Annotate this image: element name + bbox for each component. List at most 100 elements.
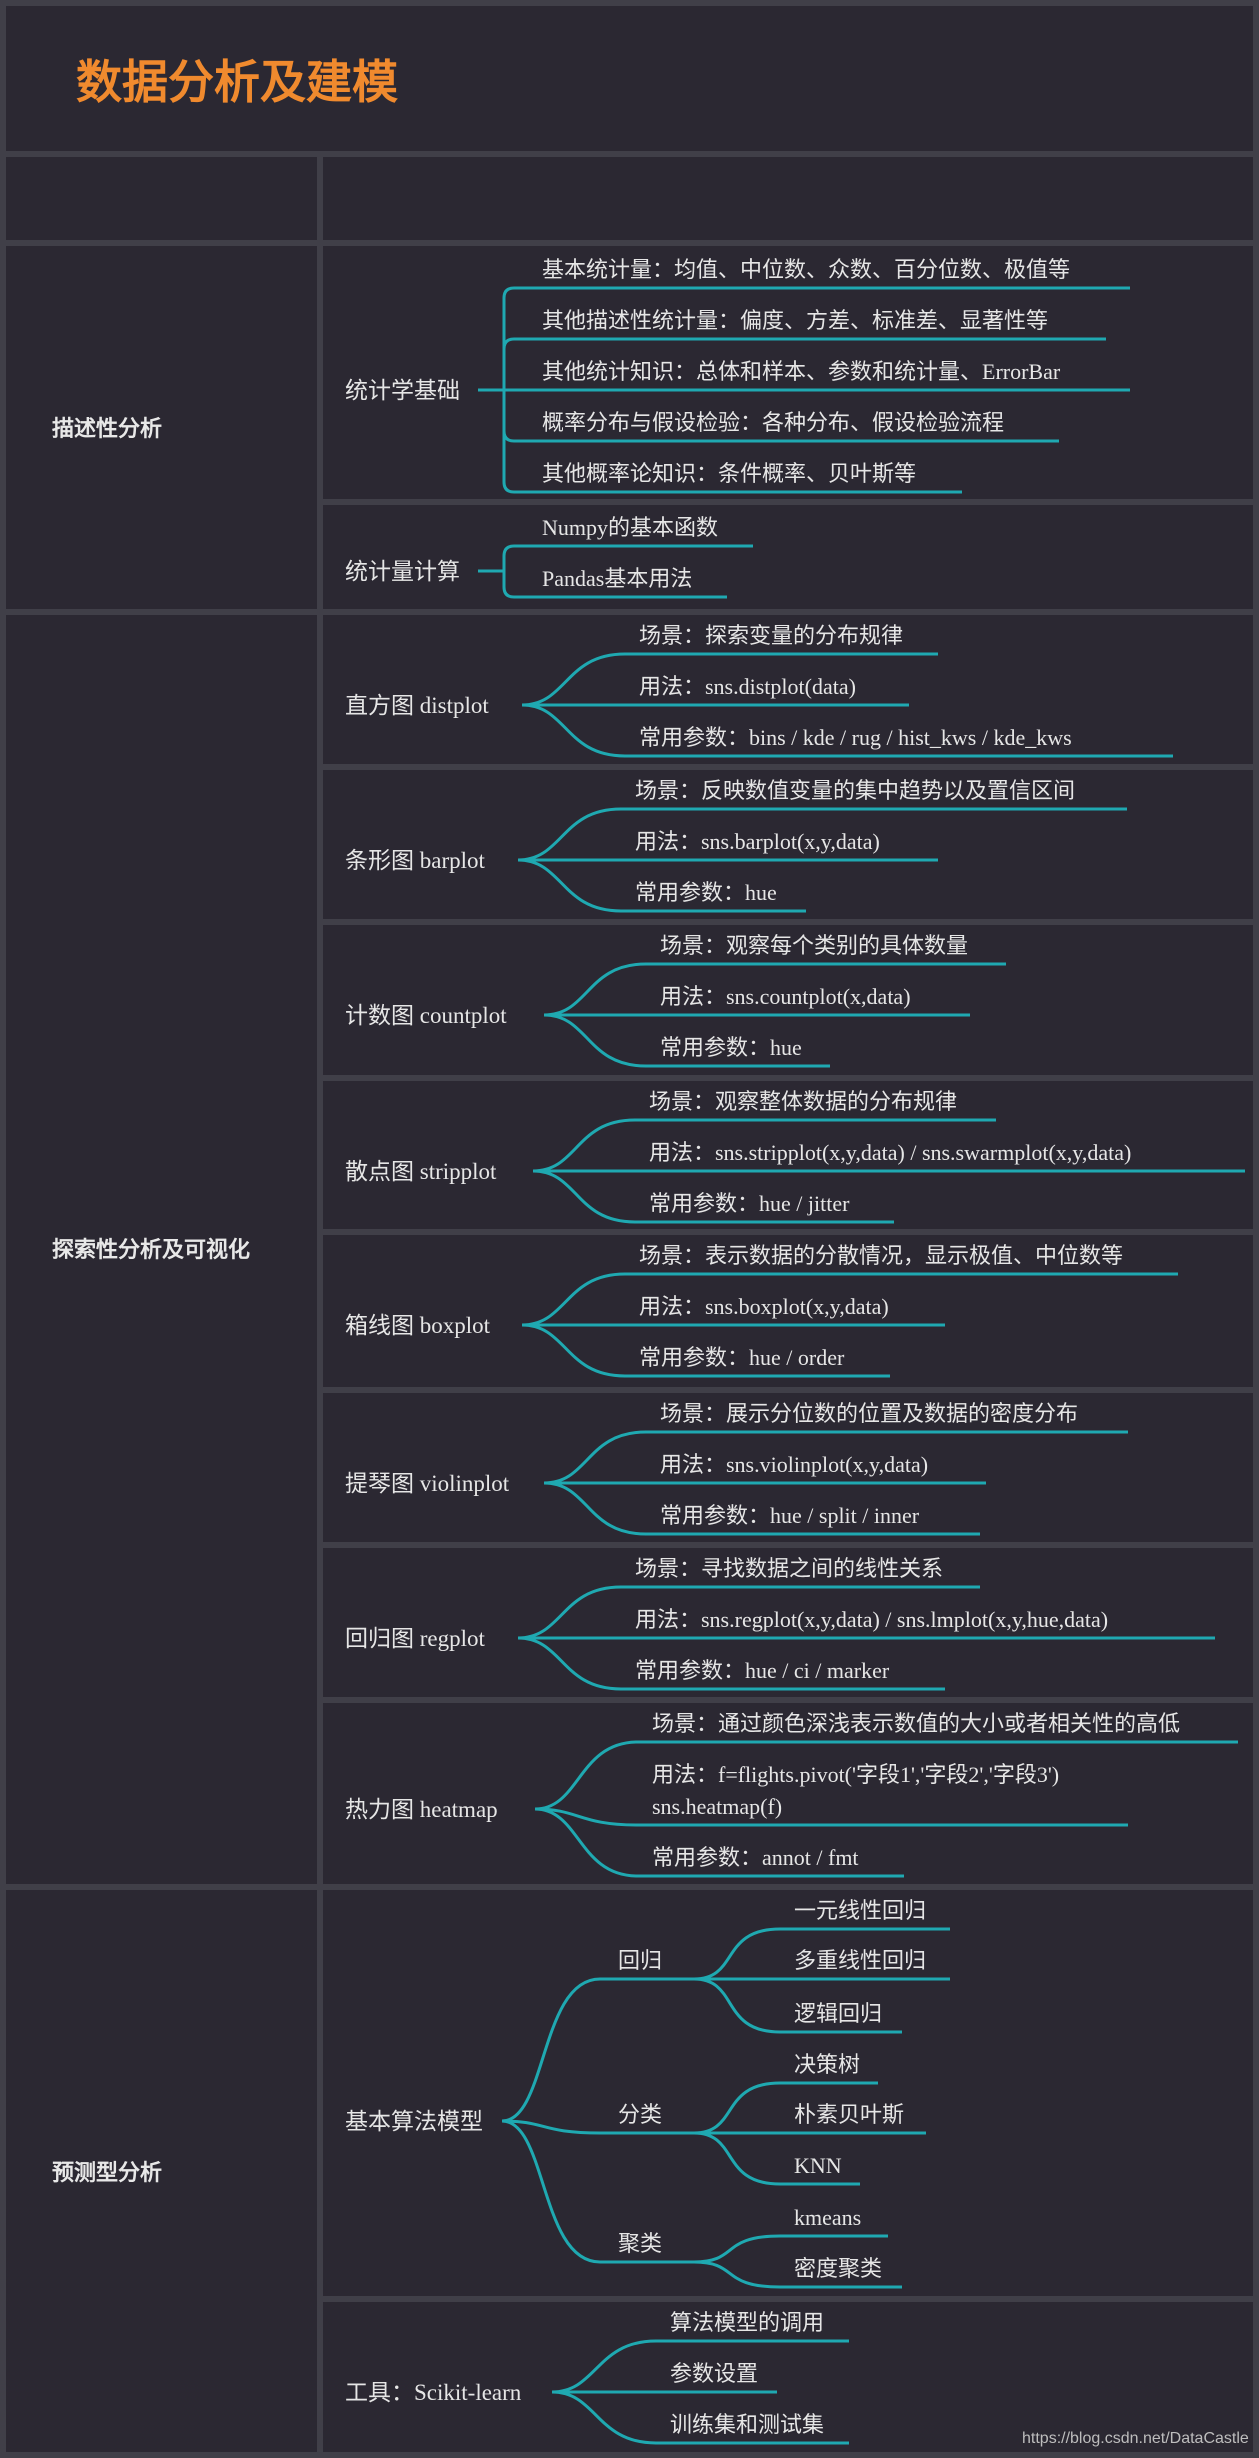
leaf-item: sns.heatmap(f) xyxy=(652,1794,782,1819)
branch-line xyxy=(502,337,1106,390)
leaf-item: 用法：f=flights.pivot('字段1','字段2','字段3') xyxy=(652,1762,1059,1787)
leaf-item: 常用参数：annot / fmt xyxy=(652,1845,859,1870)
branch-line xyxy=(517,807,1127,862)
leaf-item: kmeans xyxy=(794,2205,861,2230)
chart-type-label: 回归图 regplot xyxy=(345,1626,486,1651)
branch-label: 回归 xyxy=(618,1948,662,1973)
branch-line xyxy=(517,1585,980,1640)
leaf-item: 场景：寻找数据之间的线性关系 xyxy=(635,1556,943,1581)
branch-line xyxy=(502,544,753,571)
branch-line xyxy=(693,2081,878,2135)
leaf-item: 场景：观察整体数据的分布规律 xyxy=(649,1089,957,1114)
leaf-item: 其他描述性统计量：偏度、方差、标准差、显著性等 xyxy=(542,308,1048,333)
chart-type-label: 条形图 barplot xyxy=(345,848,486,873)
branch-line xyxy=(521,1323,890,1378)
topic-label: 工具：Scikit-learn xyxy=(345,2380,522,2405)
leaf-item: 常用参数：hue xyxy=(635,880,777,905)
branch-label: 分类 xyxy=(618,2102,662,2127)
branch-line xyxy=(543,1013,830,1068)
branch-line xyxy=(521,703,1173,758)
leaf-item: 用法：sns.barplot(x,y,data) xyxy=(635,829,880,854)
leaf-item: 算法模型的调用 xyxy=(670,2310,824,2335)
leaf-item: Pandas基本用法 xyxy=(542,566,692,591)
branch-line xyxy=(501,2119,694,2135)
branch-line xyxy=(693,2234,888,2264)
leaf-item: 多重线性回归 xyxy=(794,1948,926,1973)
leaf-item: 用法：sns.violinplot(x,y,data) xyxy=(660,1452,928,1477)
branch-line xyxy=(502,571,727,599)
leaf-item: 常用参数：hue xyxy=(660,1035,802,1060)
branch-line xyxy=(534,1807,1128,1827)
leaf-item: 其他统计知识：总体和样本、参数和统计量、ErrorBar xyxy=(542,359,1061,384)
leaf-item: 训练集和测试集 xyxy=(670,2412,824,2437)
leaf-item: 场景：展示分位数的位置及数据的密度分布 xyxy=(660,1401,1078,1426)
leaf-item: 常用参数：bins / kde / rug / hist_kws / kde_k… xyxy=(639,725,1072,750)
branch-line xyxy=(534,1740,1238,1811)
chart-type-label: 热力图 heatmap xyxy=(345,1797,498,1822)
branch-line xyxy=(521,1272,1178,1327)
chart-type-label: 散点图 stripplot xyxy=(345,1159,497,1184)
leaf-item: 常用参数：hue / ci / marker xyxy=(635,1658,890,1683)
topic-label: 统计学基础 xyxy=(345,378,460,403)
leaf-item: 其他概率论知识：条件概率、贝叶斯等 xyxy=(542,461,916,486)
leaf-item: 用法：sns.regplot(x,y,data) / sns.lmplot(x,… xyxy=(635,1607,1108,1632)
branch-line xyxy=(543,1481,980,1536)
branch-line xyxy=(543,1430,1128,1485)
leaf-item: 场景：通过颜色深浅表示数值的大小或者相关性的高低 xyxy=(652,1711,1180,1736)
chart-type-label: 计数图 countplot xyxy=(345,1003,507,1028)
leaf-item: 概率分布与假设检验：各种分布、假设检验流程 xyxy=(542,410,1004,435)
leaf-item: 用法：sns.boxplot(x,y,data) xyxy=(639,1294,889,1319)
leaf-item: Numpy的基本函数 xyxy=(542,515,718,540)
leaf-item: 朴素贝叶斯 xyxy=(794,2102,904,2127)
leaf-item: 参数设置 xyxy=(670,2361,758,2386)
leaf-item: 场景：观察每个类别的具体数量 xyxy=(660,933,968,958)
branch-line xyxy=(693,1927,950,1981)
section-predictive: 预测型分析 xyxy=(52,2161,162,2186)
branch-line xyxy=(693,1977,902,2034)
branch-line xyxy=(693,2260,902,2289)
leaf-item: KNN xyxy=(794,2153,842,2178)
branch-line xyxy=(693,2131,860,2186)
branch-line xyxy=(517,858,806,913)
node-labels: 统计学基础 基本统计量：均值、中位数、众数、百分位数、极值等其他描述性统计量：偏度… xyxy=(345,257,1180,2437)
branch-line xyxy=(532,1169,894,1224)
leaf-item: 用法：sns.stripplot(x,y,data) / sns.swarmpl… xyxy=(649,1140,1131,1165)
leaf-item: 基本统计量：均值、中位数、众数、百分位数、极值等 xyxy=(542,257,1070,282)
leaf-item: 场景：探索变量的分布规律 xyxy=(639,623,903,648)
leaf-item: 常用参数：hue / order xyxy=(639,1345,845,1370)
branch-line xyxy=(534,1807,904,1878)
chart-type-label: 提琴图 violinplot xyxy=(345,1471,510,1496)
branch-label: 聚类 xyxy=(618,2231,662,2256)
branch-line xyxy=(543,962,1006,1017)
chart-type-label: 箱线图 boxplot xyxy=(345,1313,491,1338)
leaf-item: 逻辑回归 xyxy=(794,2001,882,2026)
watermark: https://blog.csdn.net/DataCastle xyxy=(1022,2430,1249,2447)
leaf-item: 决策树 xyxy=(794,2052,860,2077)
topic-label: 统计量计算 xyxy=(345,559,460,584)
leaf-item: 常用参数：hue / split / inner xyxy=(660,1503,920,1528)
branch-line xyxy=(501,1977,694,2123)
branch-line xyxy=(551,2339,849,2394)
branch-line xyxy=(517,1636,945,1691)
branch-line xyxy=(502,390,962,494)
topic-label: 基本算法模型 xyxy=(345,2109,483,2134)
leaf-item: 密度聚类 xyxy=(794,2256,882,2281)
section-exploratory: 探索性分析及可视化 xyxy=(52,1237,250,1263)
chart-type-label: 直方图 distplot xyxy=(345,693,489,718)
branch-line xyxy=(532,1118,996,1173)
leaf-item: 用法：sns.countplot(x,data) xyxy=(660,984,911,1009)
connector-lines xyxy=(478,286,1245,2445)
branch-line xyxy=(551,2390,849,2445)
leaf-item: 一元线性回归 xyxy=(794,1898,926,1923)
section-descriptive: 描述性分析 xyxy=(52,417,162,442)
leaf-item: 场景：表示数据的分散情况，显示极值、中位数等 xyxy=(639,1243,1123,1268)
branch-line xyxy=(502,286,1130,390)
branch-line xyxy=(501,2119,694,2264)
leaf-item: 用法：sns.distplot(data) xyxy=(639,674,856,699)
page-title: 数据分析及建模 xyxy=(76,55,398,109)
leaf-item: 场景：反映数值变量的集中趋势以及置信区间 xyxy=(635,778,1075,803)
leaf-item: 常用参数：hue / jitter xyxy=(649,1191,850,1216)
